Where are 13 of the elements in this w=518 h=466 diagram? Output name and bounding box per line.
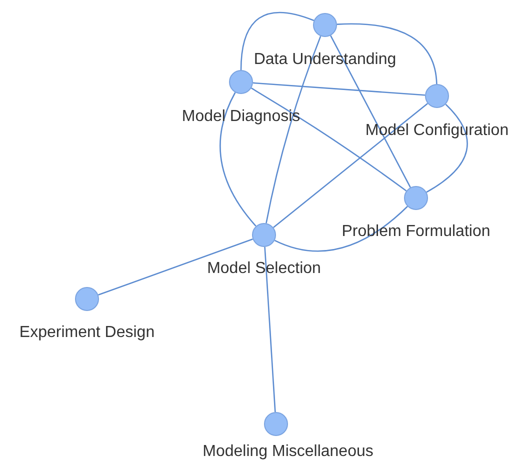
connector-line (266, 36, 322, 224)
connector-line (220, 92, 256, 227)
connector-line (98, 238, 253, 296)
connector-line (274, 206, 408, 252)
connector-line (250, 88, 407, 192)
connector-line (252, 82, 426, 96)
connector-line (273, 103, 428, 228)
node-label: Experiment Design (19, 324, 155, 342)
connector-line (426, 104, 468, 193)
connector-line (330, 35, 411, 188)
connector-line (264, 246, 276, 412)
node-label: Modeling Miscellaneous (202, 443, 374, 461)
connector-line (240, 12, 314, 70)
